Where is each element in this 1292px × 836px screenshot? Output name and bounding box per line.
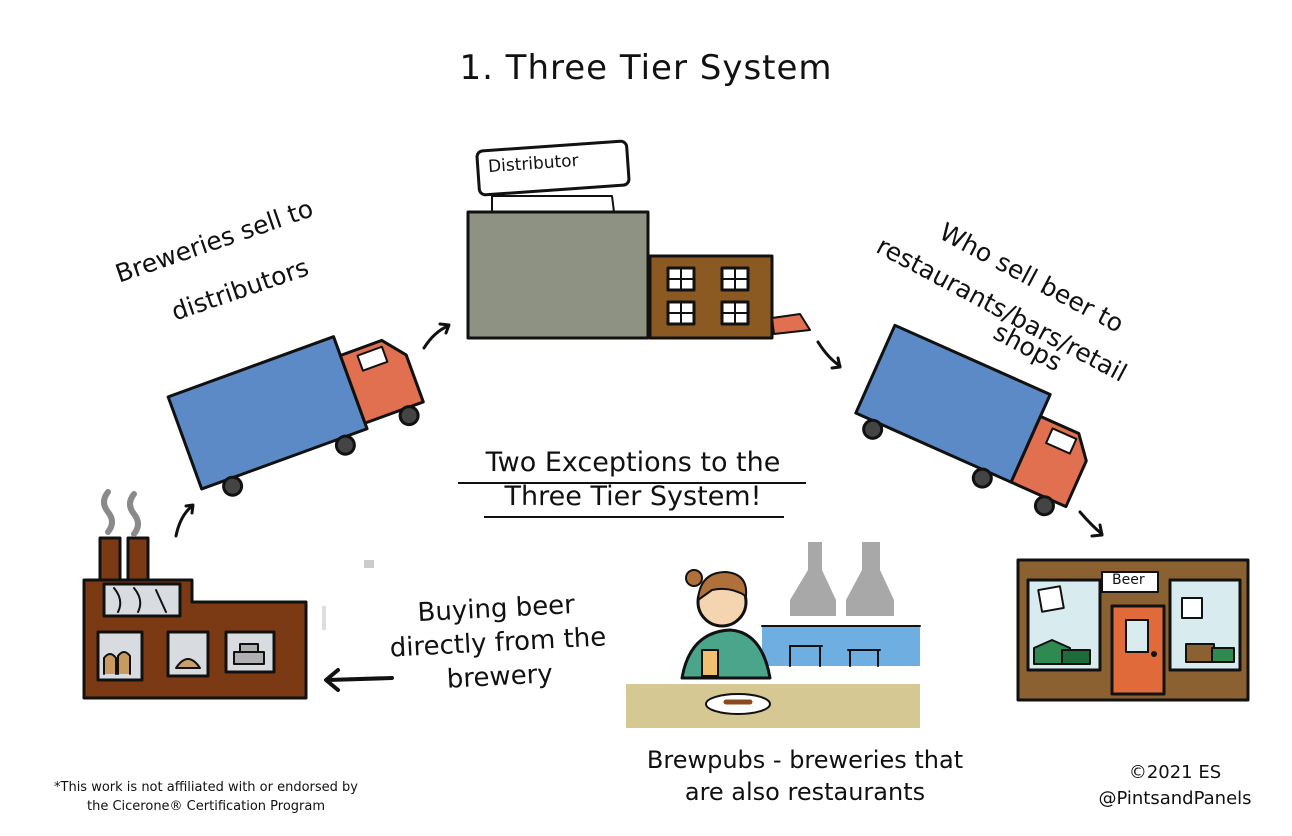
arrow-brewery-to-truck bbox=[174, 503, 195, 538]
arrow-truck-to-store bbox=[1078, 510, 1104, 538]
exceptions-heading-line-2: Three Tier System! bbox=[504, 481, 762, 512]
arrow-to-brewery bbox=[324, 668, 394, 692]
disclaimer-line-2: the Cicerone® Certification Program bbox=[87, 799, 325, 814]
distributor-sign bbox=[475, 139, 631, 197]
exception-direct-text: Buying beer directly from the brewery bbox=[356, 585, 641, 702]
exceptions-heading-line-1: Two Exceptions to the bbox=[485, 447, 781, 478]
disclaimer: *This work is not affiliated with or end… bbox=[16, 778, 396, 816]
arrow-truck-to-distributor bbox=[422, 322, 451, 350]
credit-handle: @PintsandPanels bbox=[1098, 788, 1252, 809]
exceptions-underline-1 bbox=[458, 482, 806, 484]
disclaimer-line-1: *This work is not affiliated with or end… bbox=[54, 780, 358, 795]
truck-to-distributor bbox=[166, 335, 425, 497]
smoke bbox=[101, 489, 141, 537]
retail-store bbox=[1016, 558, 1250, 702]
brewery-building bbox=[82, 536, 308, 700]
page-title: 1. Three Tier System bbox=[459, 48, 833, 88]
truck-to-retail bbox=[854, 323, 1088, 517]
exception-brewpub-text: Brewpubs - breweries that are also resta… bbox=[620, 744, 990, 808]
exception-brewpub-line-1: Brewpubs - breweries that bbox=[646, 746, 964, 774]
store-sign-label: Beer bbox=[1112, 572, 1145, 588]
credit-copyright: ©2021 ES bbox=[1128, 762, 1222, 783]
credit: ©2021 ES @PintsandPanels bbox=[1080, 760, 1270, 812]
arrow-distributor-to-truck bbox=[816, 340, 842, 370]
distributor-building bbox=[466, 195, 811, 340]
brewpub-scene bbox=[626, 542, 921, 728]
exception-brewpub-line-2: are also restaurants bbox=[684, 778, 926, 806]
exceptions-underline-2 bbox=[484, 516, 784, 518]
